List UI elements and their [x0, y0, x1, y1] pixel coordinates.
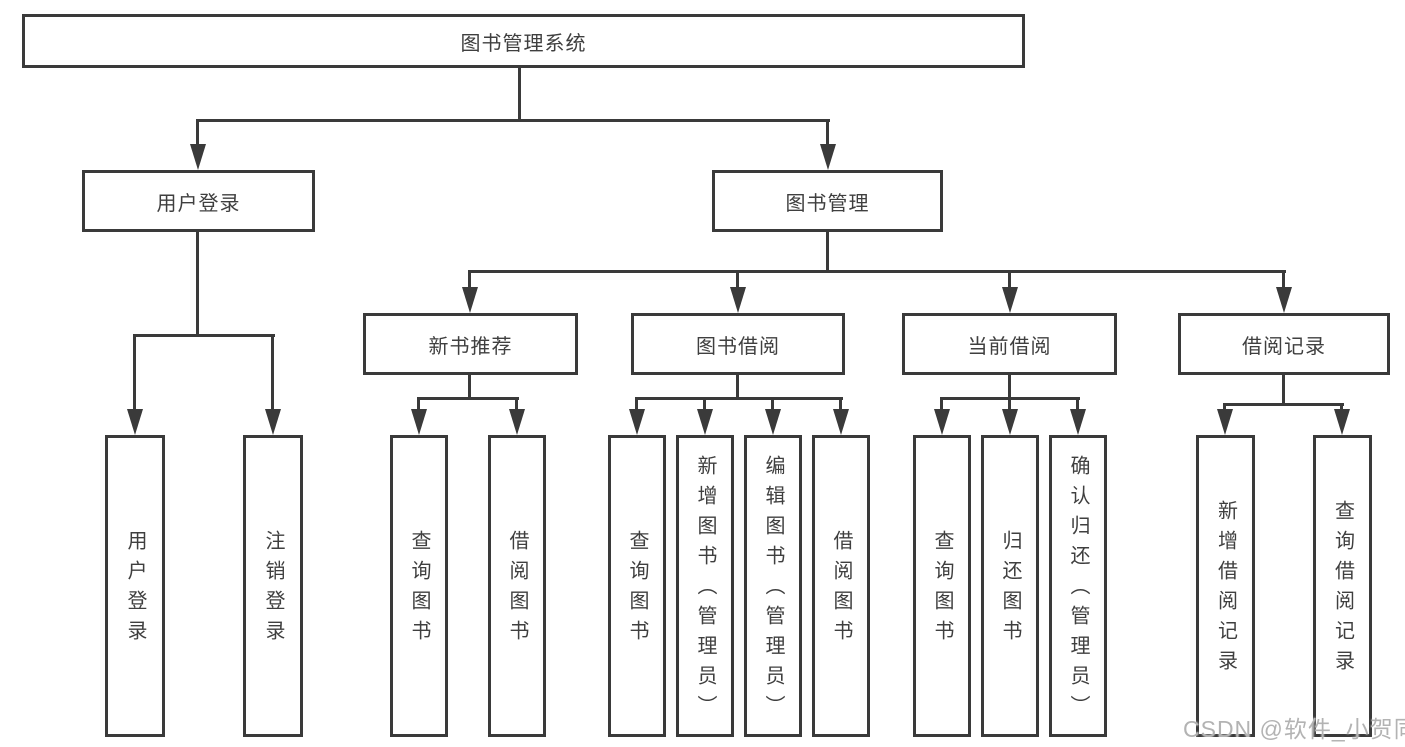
leaf-borrow-add-book-admin: 新增图书（管理员） [676, 435, 734, 737]
connector-line-vertical [771, 397, 774, 411]
arrow-down-icon [127, 409, 143, 435]
arrow-down-icon [730, 287, 746, 313]
leaf-borrow-edit-book-admin: 编辑图书（管理员） [744, 435, 802, 737]
arrow-down-icon [411, 409, 427, 435]
connector-line-vertical [1282, 373, 1285, 405]
connector-line-vertical [271, 334, 274, 412]
connector-line-vertical [196, 230, 199, 336]
node-new-book-recommendation: 新书推荐 [363, 313, 578, 375]
arrow-down-icon [765, 409, 781, 435]
arrow-down-icon [1334, 409, 1350, 435]
node-book-management: 图书管理 [712, 170, 943, 232]
arrow-down-icon [1217, 409, 1233, 435]
leaf-logout: 注销登录 [243, 435, 303, 737]
csdn-watermark: CSDN @软件_小贺同学 [1183, 716, 1405, 742]
node-book-borrowing: 图书借阅 [631, 313, 845, 375]
leaf-newbook-borrow-books: 借阅图书 [488, 435, 546, 737]
arrow-down-icon [629, 409, 645, 435]
leaf-newbook-query-books: 查询图书 [390, 435, 448, 737]
connector-line-vertical [468, 270, 471, 290]
connector-line-vertical [1008, 270, 1011, 290]
connector-line-horizontal [417, 397, 519, 400]
connector-line-vertical [468, 373, 471, 399]
connector-line-vertical [1008, 373, 1011, 399]
connector-line-vertical [635, 397, 638, 411]
connector-line-vertical [826, 230, 829, 272]
leaf-current-query-books: 查询图书 [913, 435, 971, 737]
connector-line-vertical [736, 373, 739, 399]
connector-line-vertical [133, 334, 136, 412]
connector-line-vertical [1282, 270, 1285, 290]
arrow-down-icon [265, 409, 281, 435]
arrow-down-icon [509, 409, 525, 435]
arrow-down-icon [462, 287, 478, 313]
leaf-borrow-query-books: 查询图书 [608, 435, 666, 737]
arrow-down-icon [190, 144, 206, 170]
connector-line-vertical [1076, 397, 1079, 411]
node-library-system: 图书管理系统 [22, 14, 1025, 68]
connector-line-vertical [518, 66, 521, 121]
leaf-current-confirm-return-admin: 确认归还（管理员） [1049, 435, 1107, 737]
connector-line-vertical [826, 119, 829, 146]
node-user-login: 用户登录 [82, 170, 315, 232]
arrow-down-icon [1002, 409, 1018, 435]
connector-line-vertical [1340, 403, 1343, 411]
connector-line-vertical [196, 119, 199, 146]
leaf-records-query-record: 查询借阅记录 [1313, 435, 1372, 737]
leaf-records-add-record: 新增借阅记录 [1196, 435, 1255, 737]
connector-line-vertical [703, 397, 706, 411]
arrow-down-icon [1002, 287, 1018, 313]
connector-line-vertical [736, 270, 739, 290]
connector-line-horizontal [468, 270, 1286, 273]
arrow-down-icon [820, 144, 836, 170]
connector-line-horizontal [1223, 403, 1344, 406]
connector-line-vertical [417, 397, 420, 411]
arrow-down-icon [697, 409, 713, 435]
connector-line-horizontal [635, 397, 843, 400]
leaf-borrow-borrow-books: 借阅图书 [812, 435, 870, 737]
arrow-down-icon [934, 409, 950, 435]
connector-line-horizontal [134, 334, 275, 337]
connector-line-vertical [1223, 403, 1226, 411]
connector-line-vertical [940, 397, 943, 411]
leaf-current-return-books: 归还图书 [981, 435, 1039, 737]
connector-line-vertical [1008, 397, 1011, 411]
connector-line-horizontal [197, 119, 830, 122]
arrow-down-icon [1070, 409, 1086, 435]
connector-line-vertical [839, 397, 842, 411]
arrow-down-icon [1276, 287, 1292, 313]
arrow-down-icon [833, 409, 849, 435]
connector-line-vertical [515, 397, 518, 411]
node-current-borrowing: 当前借阅 [902, 313, 1117, 375]
node-borrowing-records: 借阅记录 [1178, 313, 1390, 375]
leaf-user-login: 用户登录 [105, 435, 165, 737]
